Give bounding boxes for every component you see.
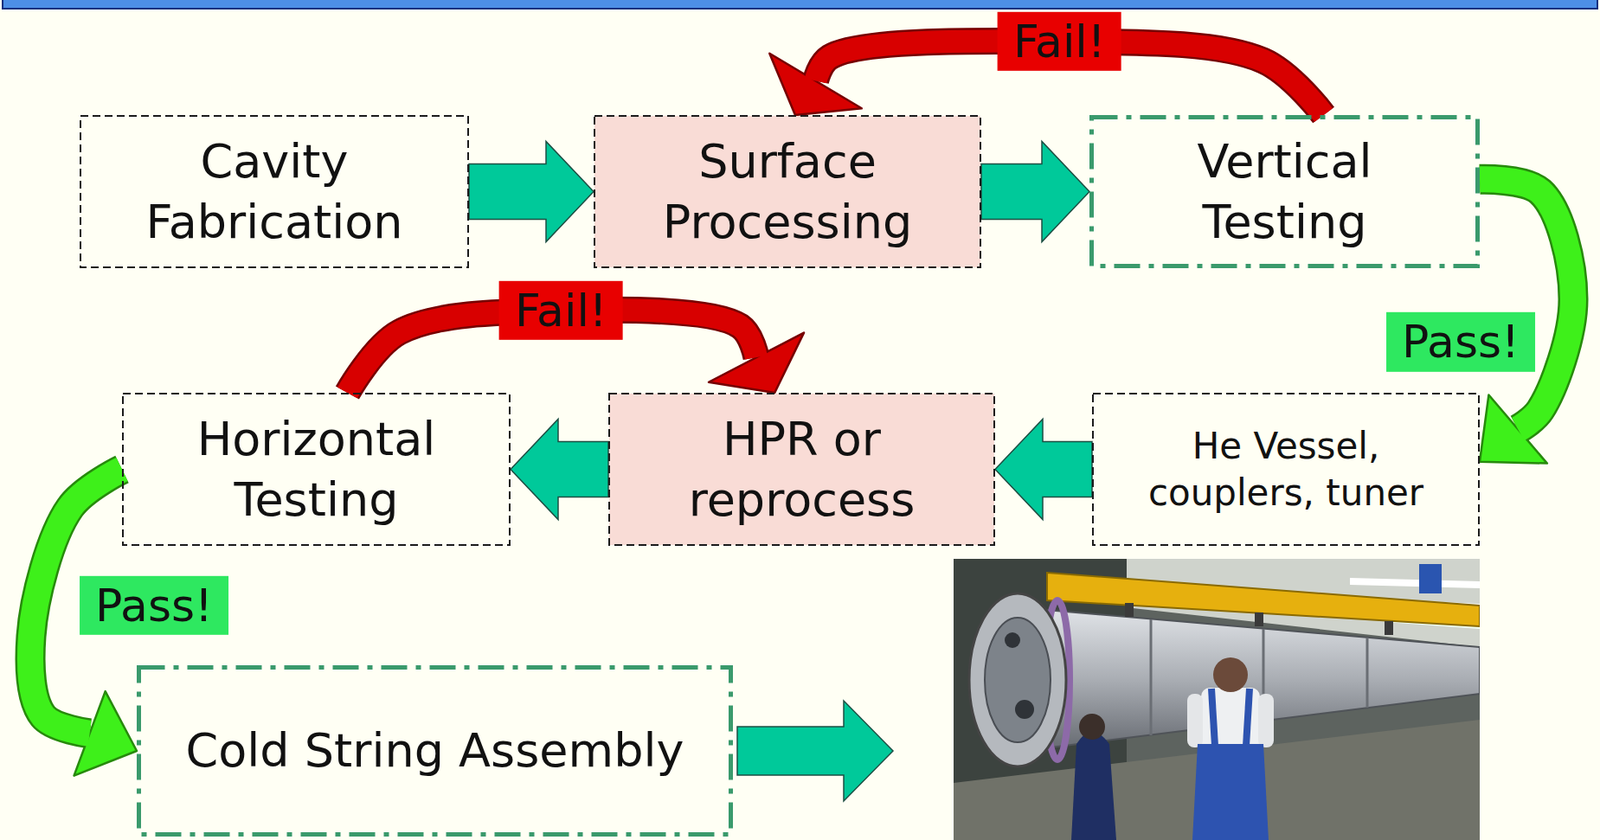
box-label: Vertical Testing xyxy=(1137,131,1433,251)
arrow-outline xyxy=(346,309,757,393)
arrow-shaft xyxy=(1479,179,1574,430)
box-outline xyxy=(79,115,470,269)
flow-arrow xyxy=(469,141,594,243)
box-border xyxy=(139,668,732,836)
photo-ground xyxy=(953,559,1480,840)
arrow-shape xyxy=(981,141,1090,243)
box-border xyxy=(609,393,995,546)
box-label: Surface Processing xyxy=(640,131,935,251)
flange-port xyxy=(1015,700,1035,720)
ceiling-light xyxy=(1349,578,1480,589)
flow-arrow xyxy=(995,419,1093,521)
process-box: He Vessel, couplers, tuner xyxy=(1092,392,1480,547)
arrow-outline xyxy=(1479,179,1574,430)
flow-arrow xyxy=(737,700,894,802)
edge-label: Pass! xyxy=(1386,312,1536,372)
overall-strap xyxy=(1246,688,1250,746)
arrow-shaft xyxy=(816,40,1324,116)
box-label: Cold String Assembly xyxy=(186,720,685,781)
flow-arrow xyxy=(510,419,609,521)
box-label: Cavity Fabrication xyxy=(127,131,422,251)
arrow-shape xyxy=(995,419,1093,521)
worker-overall xyxy=(1192,744,1269,840)
test-box: Vertical Testing xyxy=(1089,115,1480,269)
vessel-ring xyxy=(1150,619,1153,736)
pass-arrow xyxy=(1479,179,1574,463)
cryomodule-photo xyxy=(953,559,1480,840)
box-outline xyxy=(1092,392,1480,547)
box-outline xyxy=(136,665,733,837)
pass-arrow xyxy=(30,469,137,777)
overall-strap xyxy=(1211,688,1215,746)
arrow-shape xyxy=(469,141,594,243)
arrow-shape xyxy=(510,419,609,521)
process-box: Cavity Fabrication xyxy=(79,115,470,269)
beam-support xyxy=(1254,612,1264,627)
box-border xyxy=(594,115,981,268)
edge-label: Pass! xyxy=(79,576,229,636)
worker-arm xyxy=(1258,693,1274,748)
person-figure xyxy=(1071,732,1117,840)
arrow-shaft xyxy=(30,469,123,734)
flow-arrow xyxy=(981,141,1090,243)
title-band xyxy=(2,0,1598,9)
beam-support xyxy=(1384,621,1394,636)
process-box: HPR or reprocess xyxy=(608,392,996,547)
process-box: Surface Processing xyxy=(593,115,982,269)
vessel-ring xyxy=(1366,637,1369,708)
edge-label: Fail! xyxy=(499,281,624,341)
test-box: Cold String Assembly xyxy=(136,665,733,837)
end-flange xyxy=(969,593,1067,767)
arrow-outline xyxy=(30,469,123,734)
beam-support xyxy=(1124,603,1134,617)
fail-arrow xyxy=(346,309,804,393)
crane-hook xyxy=(1419,564,1442,594)
fail-arrow xyxy=(769,40,1324,116)
box-border xyxy=(1092,393,1479,546)
box-outline xyxy=(593,115,982,269)
box-label: Horizontal Testing xyxy=(169,409,464,529)
process-box: Horizontal Testing xyxy=(122,392,511,547)
arrow-shaft xyxy=(346,309,757,393)
worker-arm xyxy=(1187,693,1203,748)
box-label: HPR or reprocess xyxy=(655,409,950,529)
box-outline xyxy=(608,392,996,547)
box-border xyxy=(122,393,510,546)
box-border xyxy=(80,115,469,268)
arrow-outline xyxy=(816,40,1324,116)
person-head xyxy=(1079,713,1106,740)
flange-inner xyxy=(984,617,1051,743)
box-label: He Vessel, couplers, tuner xyxy=(1125,423,1446,517)
box-border xyxy=(1092,117,1478,267)
box-outline xyxy=(1089,115,1480,269)
box-outline xyxy=(122,392,511,547)
edge-label: Fail! xyxy=(997,12,1122,71)
worker-head xyxy=(1213,657,1248,693)
yellow-beam xyxy=(1047,572,1480,627)
flange-port xyxy=(1004,632,1021,649)
